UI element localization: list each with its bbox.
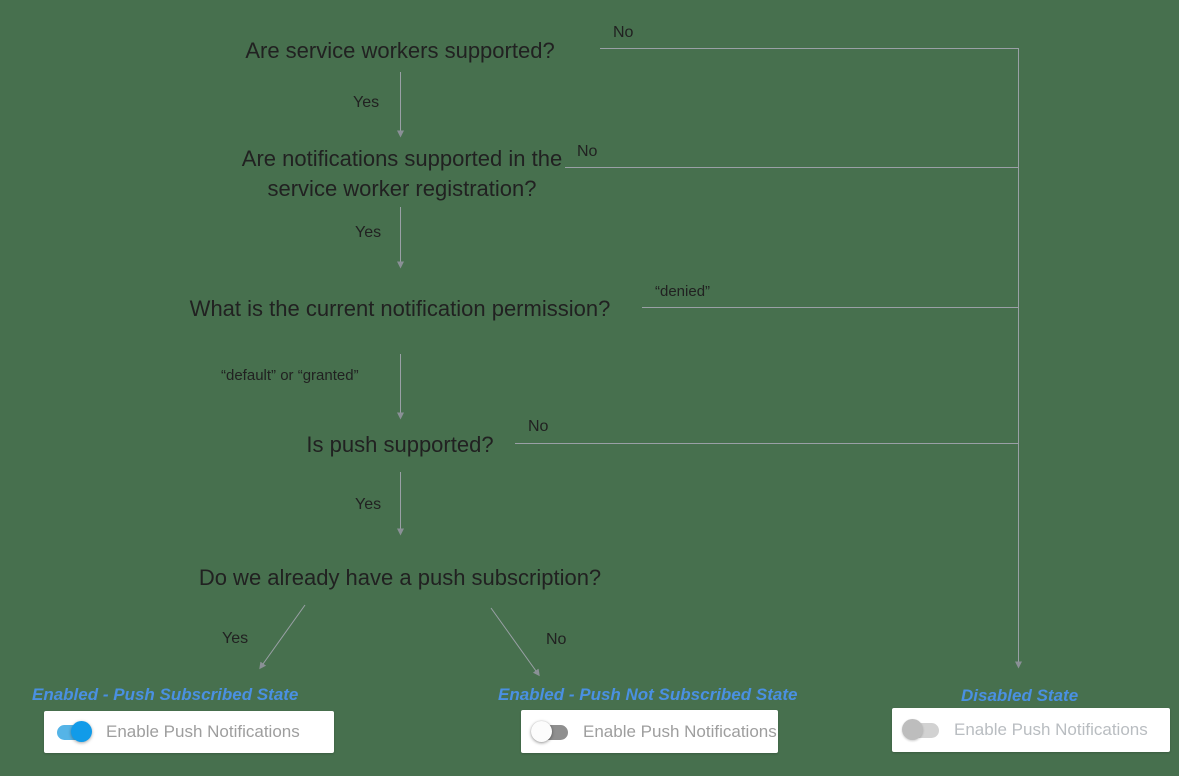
question-push-subscription: Do we already have a push subscription? [198,565,602,590]
edge-label-q1-no: No [613,24,634,41]
edge-label-q3-default-granted: “default” or “granted” [221,367,359,384]
edge-label-q4-yes: Yes [355,496,382,513]
toggle-label-disabled: Enable Push Notifications [954,720,1148,739]
edge-label-q5-yes: Yes [222,630,249,647]
question-notifications-supported: Are notifications supported in the servi… [241,146,563,201]
edge-label-q1-yes: Yes [353,94,380,111]
push-toggle-disabled [902,719,942,741]
push-card-disabled: Enable Push Notifications [892,708,1170,752]
push-card-subscribed: Enable Push Notifications [44,711,334,753]
connector-q5-yes [259,604,306,670]
push-card-not-subscribed: Enable Push Notifications [521,710,778,753]
toggle-label-subscribed: Enable Push Notifications [106,722,300,741]
edge-label-q4-no: No [528,418,549,435]
state-title-disabled: Disabled State [961,686,1079,705]
question-service-workers: Are service workers supported? [245,38,555,63]
state-title-enabled-not-subscribed: Enabled - Push Not Subscribed State [498,685,798,704]
push-toggle-off[interactable] [531,720,571,743]
edge-label-q3-denied: “denied” [655,283,711,300]
question-notification-permission: What is the current notification permiss… [189,296,611,321]
toggle-label-not-subscribed: Enable Push Notifications [583,721,777,741]
question-push-supported: Is push supported? [306,432,494,457]
edge-label-q2-yes: Yes [355,224,382,241]
push-toggle-on[interactable] [54,721,94,743]
toggle-knob [902,719,923,740]
toggle-knob [71,721,92,742]
toggle-knob [531,720,552,742]
connector-q5-no [490,607,540,677]
edge-label-q5-no: No [546,631,567,648]
state-title-enabled-subscribed: Enabled - Push Subscribed State [32,685,299,704]
edge-label-q2-no: No [577,143,598,160]
